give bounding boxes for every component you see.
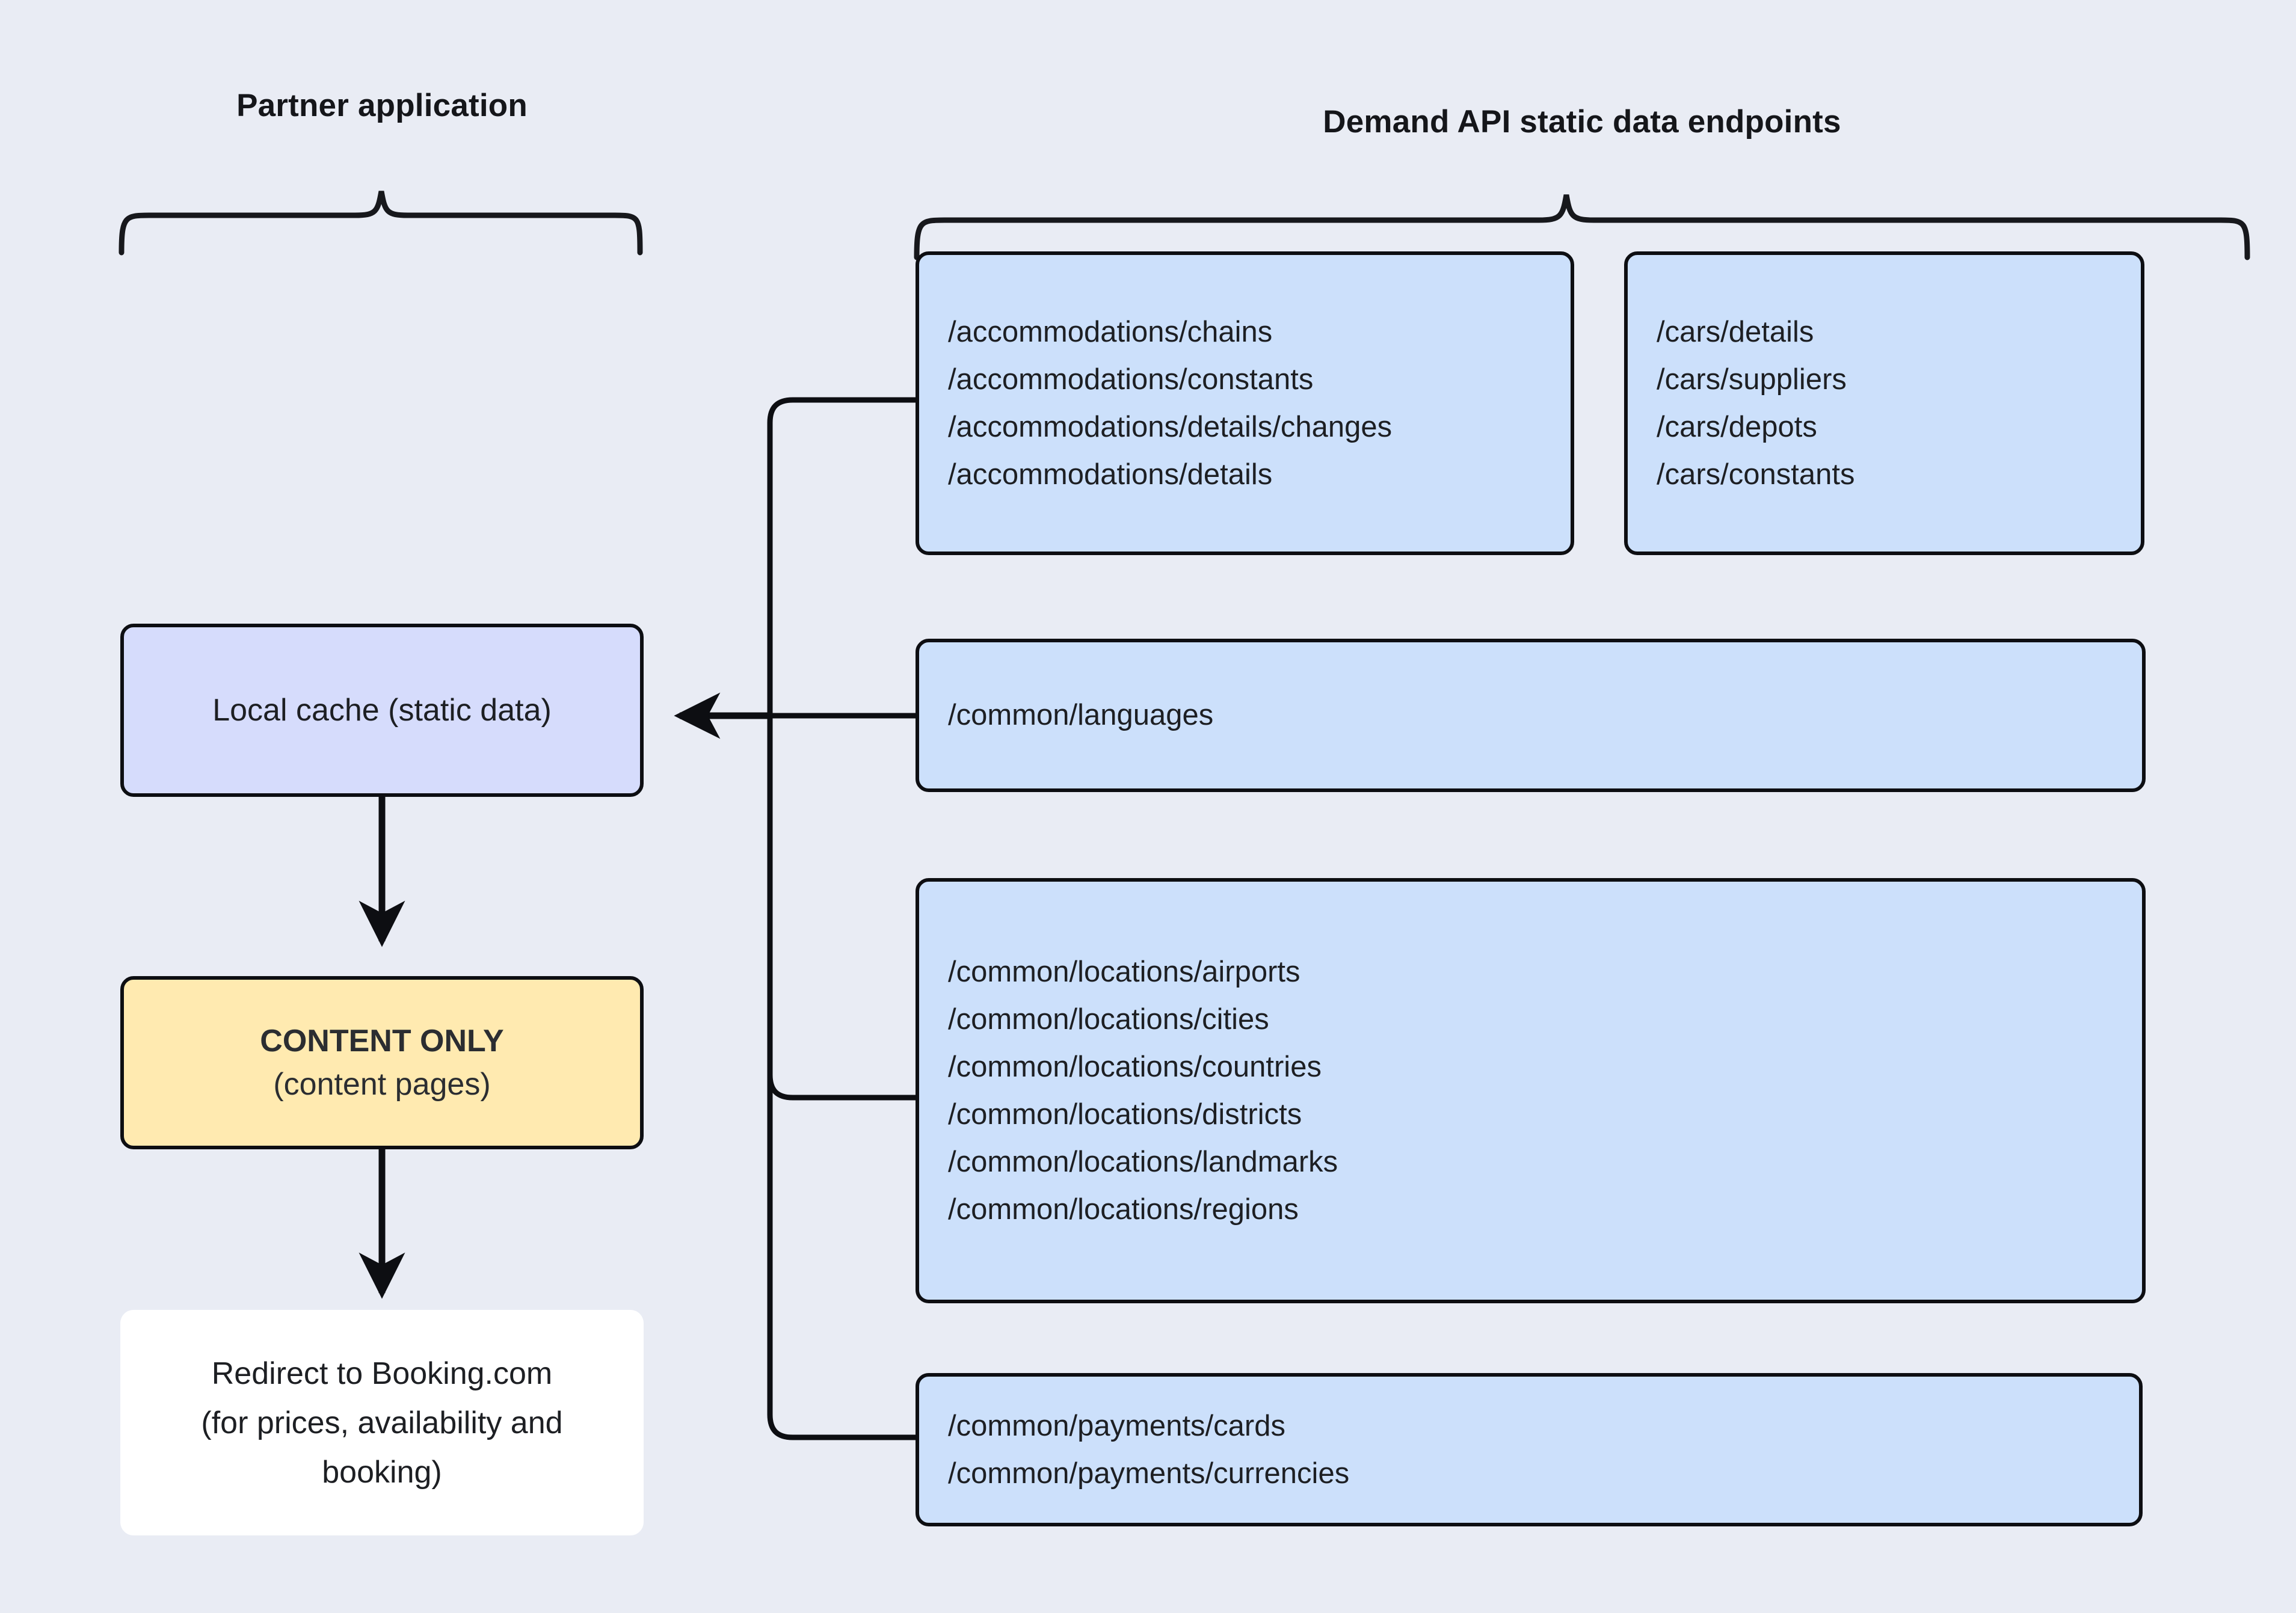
node-accommodations-endpoints[interactable]: /accommodations/chains /accommodations/c…: [916, 251, 1574, 555]
endpoint-item: /common/locations/regions: [948, 1193, 1299, 1226]
node-local-cache-label: Local cache (static data): [212, 693, 552, 728]
node-local-cache[interactable]: Local cache (static data): [120, 624, 644, 797]
node-content-only-subtitle: (content pages): [273, 1067, 491, 1102]
endpoint-item: /cars/constants: [1657, 458, 1855, 491]
endpoint-item: /common/locations/airports: [948, 955, 1300, 988]
endpoint-item: /accommodations/details/changes: [948, 410, 1393, 443]
partner-application-brace: [118, 191, 643, 256]
node-locations-endpoints[interactable]: /common/locations/airports /common/locat…: [916, 878, 2146, 1303]
endpoint-item: /common/locations/districts: [948, 1098, 1302, 1131]
endpoint-item: /common/locations/cities: [948, 1003, 1269, 1036]
endpoint-item: /cars/depots: [1657, 410, 1817, 443]
node-redirect-line-2: (for prices, availability and: [201, 1405, 563, 1440]
endpoint-item: /accommodations/chains: [948, 315, 1273, 348]
endpoint-item: /common/locations/countries: [948, 1050, 1322, 1083]
node-languages-endpoint[interactable]: /common/languages: [916, 639, 2146, 792]
endpoint-item: /common/locations/landmarks: [948, 1145, 1338, 1178]
node-payments-endpoints[interactable]: /common/payments/cards /common/payments/…: [916, 1373, 2143, 1526]
partner-application-group-title: Partner application: [236, 88, 528, 123]
endpoint-item: /accommodations/details: [948, 458, 1273, 491]
edge-locations-branch: [767, 1074, 916, 1101]
endpoint-item: /common/payments/cards: [948, 1409, 1285, 1442]
endpoint-item: /cars/suppliers: [1657, 363, 1847, 396]
node-cars-endpoints[interactable]: /cars/details /cars/suppliers /cars/depo…: [1624, 251, 2144, 555]
node-redirect-line-3: booking): [322, 1454, 442, 1490]
node-redirect-to-booking[interactable]: Redirect to Booking.com (for prices, ava…: [120, 1310, 644, 1535]
endpoint-item: /common/payments/currencies: [948, 1457, 1350, 1490]
node-content-only-title: CONTENT ONLY: [260, 1024, 504, 1058]
edge-endpoint-trunk: [767, 397, 916, 1440]
endpoint-item: /cars/details: [1657, 315, 1814, 348]
demand-api-group-title: Demand API static data endpoints: [1323, 104, 1841, 140]
endpoint-item: /accommodations/constants: [948, 363, 1314, 396]
demand-api-brace: [914, 194, 2250, 260]
node-redirect-line-1: Redirect to Booking.com: [211, 1356, 553, 1391]
endpoint-item: /common/languages: [948, 699, 1214, 731]
node-content-only[interactable]: CONTENT ONLY (content pages): [120, 976, 644, 1149]
